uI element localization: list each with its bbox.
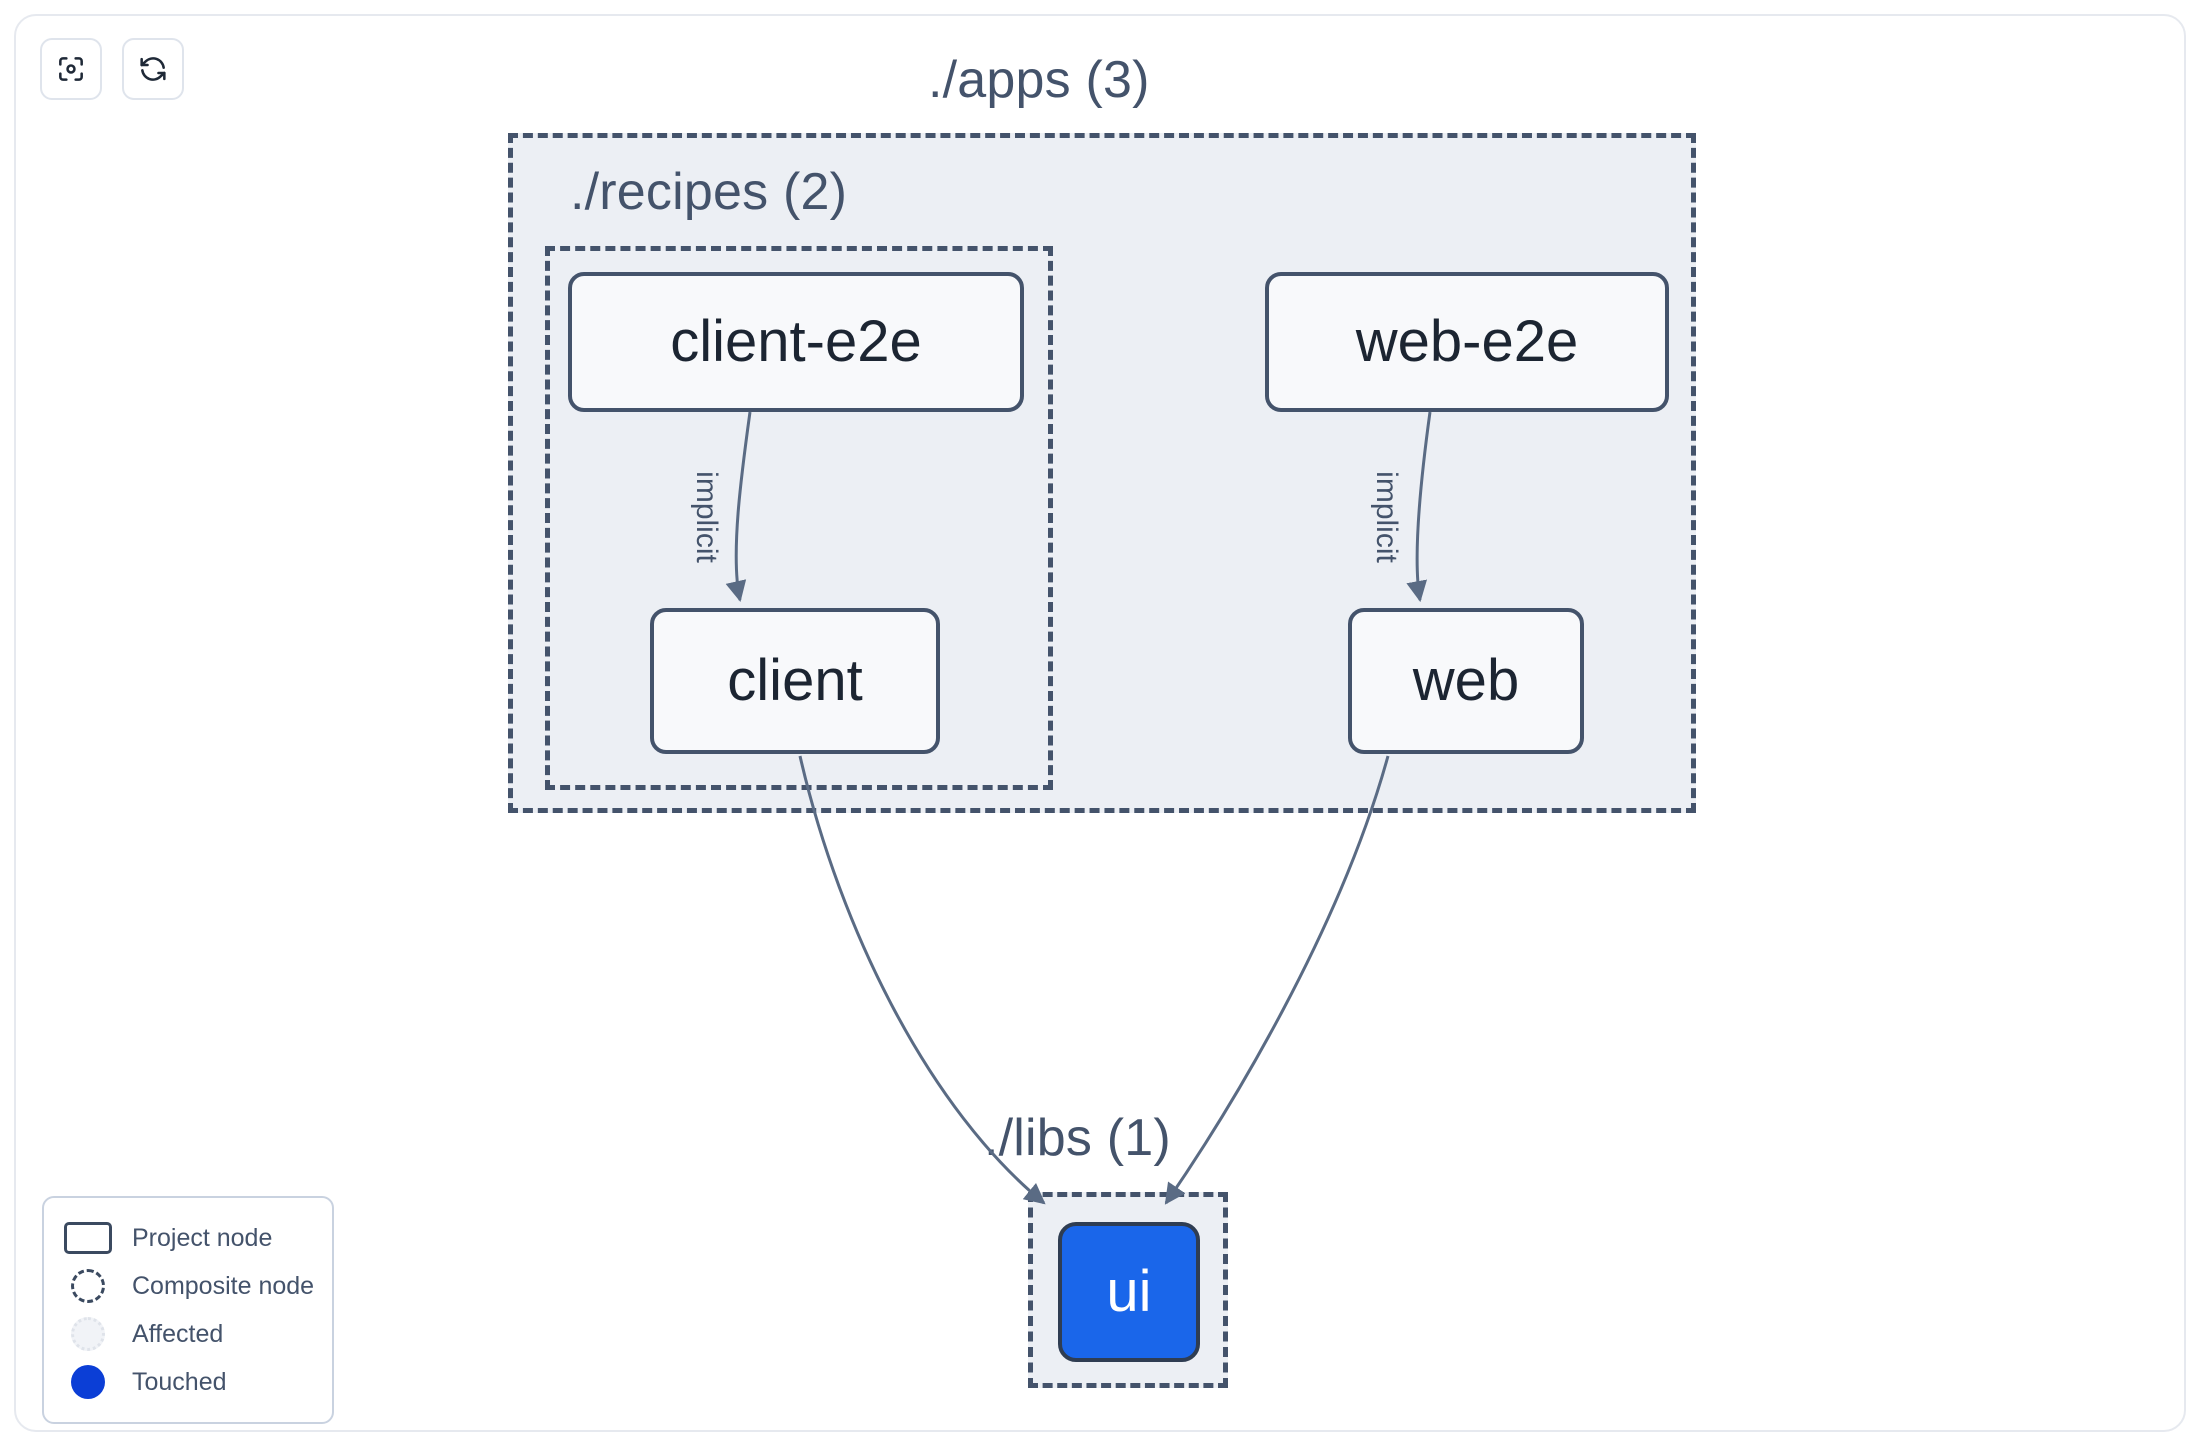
- composite-node-swatch: [62, 1269, 114, 1303]
- touched-swatch: [62, 1365, 114, 1399]
- composite-label-libs: ./libs (1): [984, 1109, 1171, 1167]
- legend-label-affected: Affected: [132, 1319, 224, 1348]
- affected-swatch: [62, 1317, 114, 1351]
- project-node-client[interactable]: client: [650, 608, 940, 754]
- legend-item-project-node: Project node: [62, 1214, 314, 1262]
- legend-label-project-node: Project node: [132, 1223, 273, 1252]
- focus-graph-button[interactable]: [40, 38, 102, 100]
- composite-label-recipes: ./recipes (2): [570, 163, 848, 221]
- legend-item-affected: Affected: [62, 1310, 314, 1358]
- composite-label-apps: ./apps (3): [928, 51, 1150, 109]
- legend-item-composite-node: Composite node: [62, 1262, 314, 1310]
- legend-item-touched: Touched: [62, 1358, 314, 1406]
- refresh-icon: [137, 53, 169, 85]
- focus-icon: [55, 53, 87, 85]
- project-node-client-e2e[interactable]: client-e2e: [568, 272, 1024, 412]
- legend-label-touched: Touched: [132, 1367, 227, 1396]
- graph-legend: Project node Composite node Affected Tou…: [42, 1196, 334, 1424]
- project-node-swatch: [62, 1221, 114, 1255]
- refresh-graph-button[interactable]: [122, 38, 184, 100]
- graph-toolbar: [40, 38, 184, 100]
- project-node-web-e2e[interactable]: web-e2e: [1265, 272, 1669, 412]
- project-node-web[interactable]: web: [1348, 608, 1584, 754]
- project-node-ui[interactable]: ui: [1058, 1222, 1200, 1362]
- legend-label-composite-node: Composite node: [132, 1271, 315, 1300]
